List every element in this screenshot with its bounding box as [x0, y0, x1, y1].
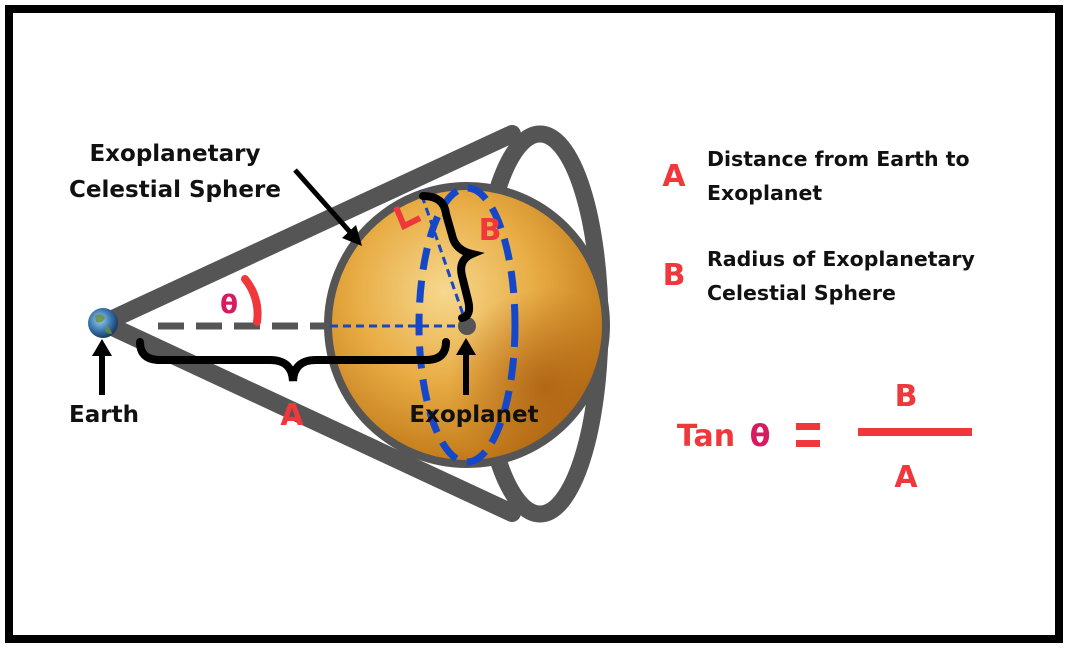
legend-a-line-1: Distance from Earth to	[707, 147, 970, 171]
radius-line	[418, 189, 469, 327]
legend-key-b: B	[663, 258, 686, 293]
formula-denominator: A	[894, 460, 918, 495]
earth-arrow	[92, 339, 112, 395]
formula-equals-top	[796, 423, 820, 430]
theta-arc	[241, 275, 262, 326]
exoplanet-label: Exoplanet	[409, 402, 538, 428]
earth-globe	[88, 308, 118, 338]
sphere-callout-line-2: Celestial Sphere	[69, 177, 281, 203]
legend-a-line-2: Exoplanet	[707, 181, 822, 205]
exoplanet-arrow	[456, 338, 476, 395]
brace-a	[136, 338, 450, 382]
legend-key-a: A	[662, 159, 686, 194]
earth-label: Earth	[69, 402, 139, 428]
callout-arrow	[293, 168, 362, 246]
cone-lower-edge	[95, 314, 521, 522]
theta-label: θ	[220, 290, 238, 320]
cone-upper-edge	[95, 125, 521, 332]
right-angle-marker	[393, 205, 422, 231]
formula-equals-bottom	[796, 440, 820, 447]
legend-b-line-1: Radius of Exoplanetary	[707, 247, 975, 271]
dashed-blue-construction	[330, 184, 519, 466]
legend-b-line-2: Celestial Sphere	[707, 281, 896, 305]
legend: A Distance from Earth to Exoplanet B Rad…	[662, 147, 974, 305]
formula-numerator: B	[895, 379, 918, 414]
formula-theta: θ	[750, 419, 771, 454]
tangent-formula: Tan θ B A	[677, 379, 972, 495]
formula-tan: Tan	[677, 419, 735, 454]
distance-marker-a: A	[280, 398, 304, 433]
formula-fraction-bar	[858, 428, 972, 436]
radius-marker-b: B	[479, 213, 502, 248]
sphere-cross-section-ellipse	[415, 184, 519, 466]
sphere-callout-line-1: Exoplanetary	[89, 141, 260, 167]
brace-b	[419, 192, 485, 322]
